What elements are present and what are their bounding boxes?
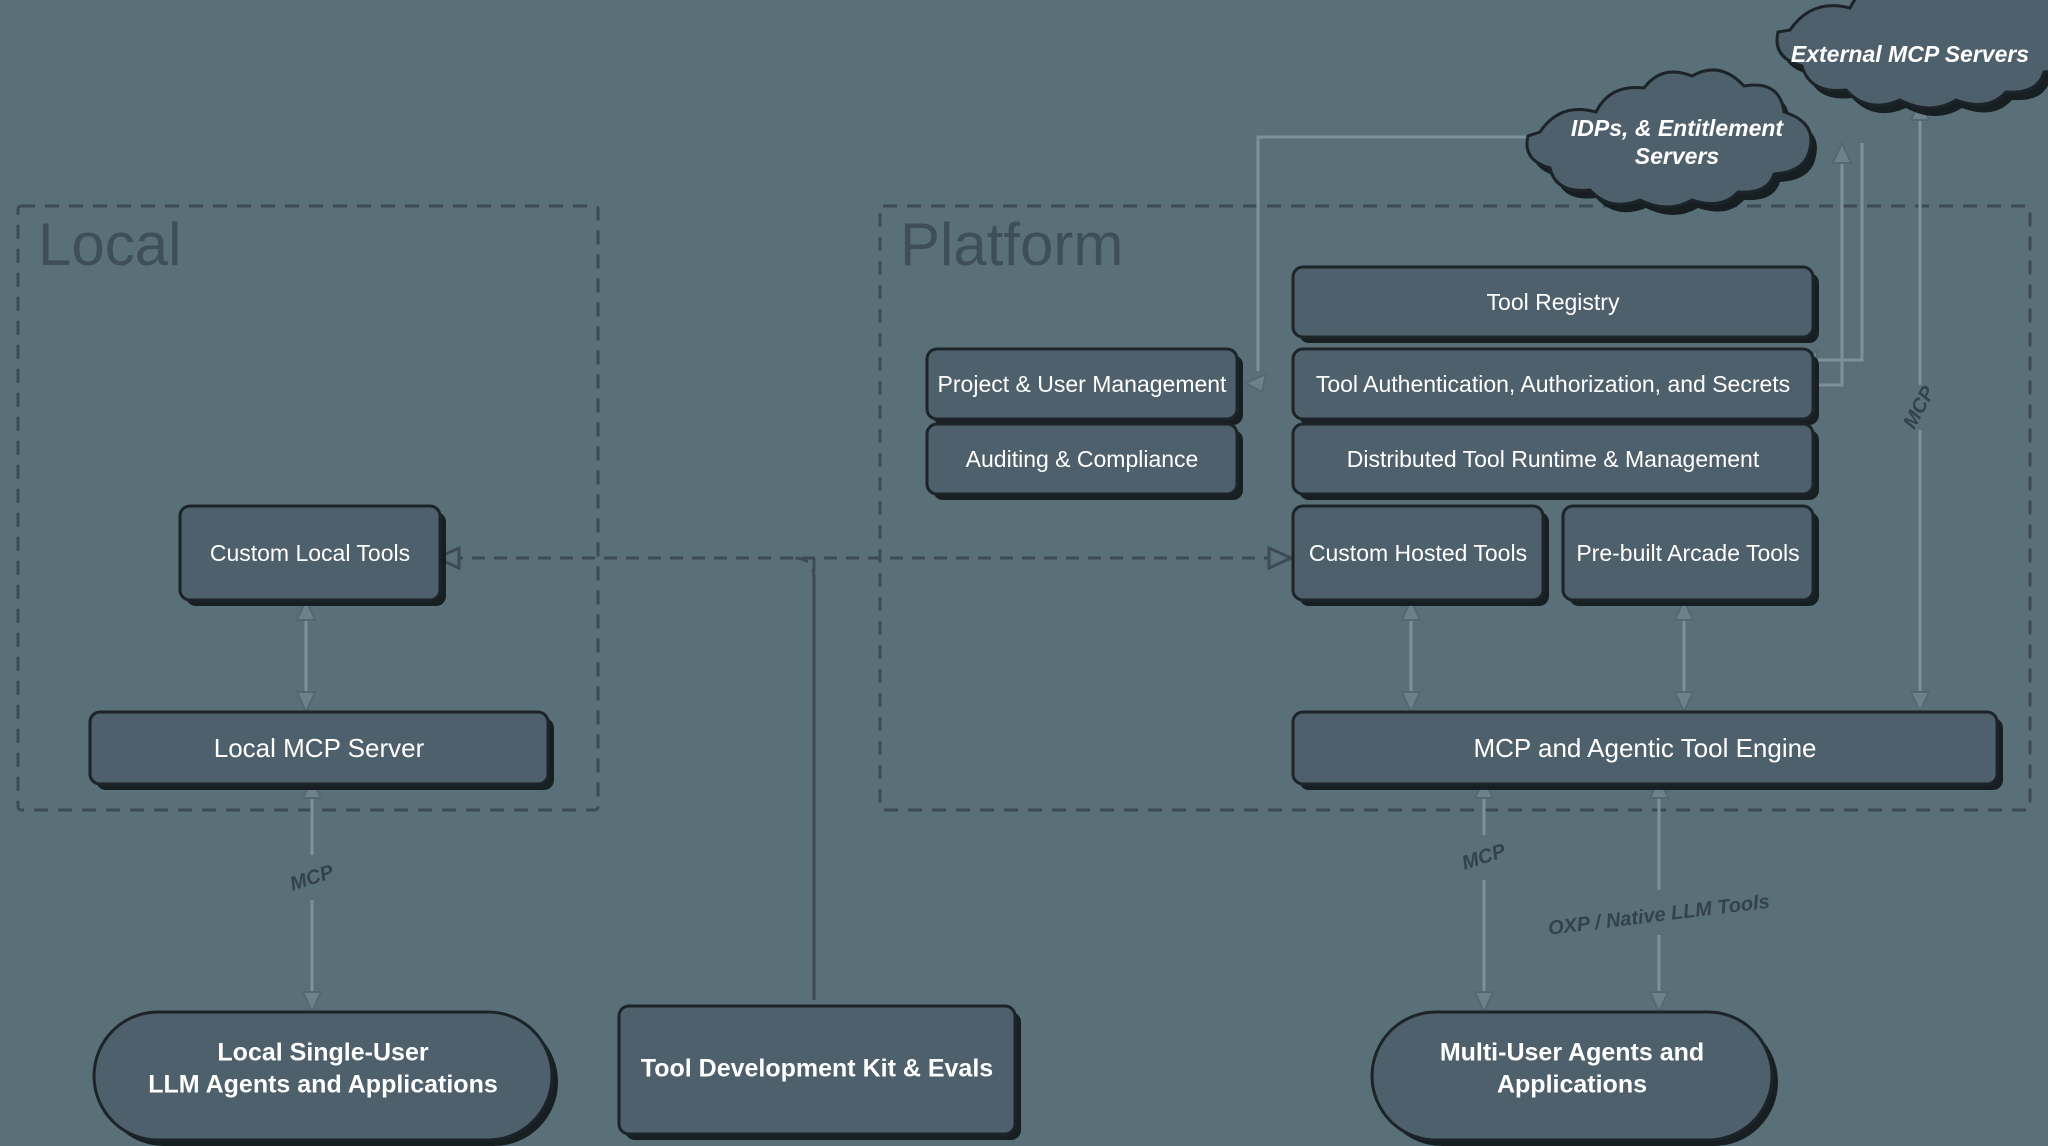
node-label-local-mcp-server: Local MCP Server [214, 733, 425, 763]
node-label-project-user-management: Project & User Management [938, 371, 1228, 397]
node-custom-local-tools[interactable]: Custom Local Tools [178, 504, 446, 606]
node-label-multi-user-agents-line2: Applications [1497, 1071, 1647, 1099]
cloud-idps-entitlement-servers[interactable]: IDPs, & Entitlement Servers [1525, 68, 1817, 216]
node-label-tool-auth: Tool Authentication, Authorization, and … [1316, 371, 1790, 397]
node-label-custom-hosted-tools: Custom Hosted Tools [1309, 540, 1527, 566]
edge-custom-hosted-tools-to-engine [1400, 597, 1422, 715]
node-local-agents[interactable]: Local Single-User LLM Agents and Applica… [92, 1010, 558, 1146]
node-distributed-runtime[interactable]: Distributed Tool Runtime & Management [1291, 422, 1819, 500]
node-label-multi-user-agents-line1: Multi-User Agents and [1440, 1039, 1704, 1067]
cloud-label-idps-line2: Servers [1635, 143, 1719, 169]
cloud-external-mcp-servers[interactable]: External MCP Servers [1775, 0, 2048, 116]
edge-dashed-tool-dev-kit [793, 556, 816, 1000]
group-title-platform: Platform [900, 211, 1123, 278]
node-label-auditing-compliance: Auditing & Compliance [966, 446, 1199, 472]
cloud-label-external-mcp-servers: External MCP Servers [1791, 41, 2029, 67]
node-label-local-agents-line1: Local Single-User [217, 1039, 428, 1067]
edge-idps-to-project-user-management [1243, 135, 1530, 394]
node-prebuilt-arcade-tools[interactable]: Pre-built Arcade Tools [1561, 504, 1819, 606]
node-tool-auth[interactable]: Tool Authentication, Authorization, and … [1291, 347, 1819, 425]
node-label-custom-local-tools: Custom Local Tools [210, 540, 410, 566]
node-project-user-management[interactable]: Project & User Management [925, 347, 1243, 425]
node-label-tool-registry: Tool Registry [1487, 289, 1620, 315]
node-local-mcp-server[interactable]: Local MCP Server [88, 710, 554, 790]
node-label-tool-dev-kit: Tool Development Kit & Evals [641, 1055, 993, 1083]
node-tool-registry[interactable]: Tool Registry [1291, 265, 1819, 343]
node-custom-hosted-tools[interactable]: Custom Hosted Tools [1291, 504, 1549, 606]
node-tool-dev-kit[interactable]: Tool Development Kit & Evals [617, 1004, 1021, 1140]
node-mcp-agentic-tool-engine[interactable]: MCP and Agentic Tool Engine [1291, 710, 2003, 790]
node-multi-user-agents[interactable]: Multi-User Agents and Applications [1370, 1010, 1778, 1146]
group-title-local: Local [38, 211, 181, 278]
edge-dashed-local-tools-to-hosted-tools [433, 545, 1295, 571]
cloud-label-idps-line1: IDPs, & Entitlement [1571, 115, 1784, 141]
node-label-distributed-runtime: Distributed Tool Runtime & Management [1347, 446, 1760, 472]
edge-engine-to-multiuser-agents-mcp: MCP [1459, 775, 1509, 1015]
node-label-mcp-agentic-tool-engine: MCP and Agentic Tool Engine [1473, 733, 1816, 763]
edge-prebuilt-arcade-tools-to-engine [1673, 597, 1695, 715]
group-frame-platform [878, 204, 2032, 812]
node-auditing-compliance[interactable]: Auditing & Compliance [925, 422, 1243, 500]
edge-custom-local-tools-to-local-mcp-server [295, 597, 317, 715]
node-label-local-agents-line2: LLM Agents and Applications [148, 1071, 498, 1099]
group-frame-local [16, 204, 600, 812]
node-label-prebuilt-arcade-tools: Pre-built Arcade Tools [1576, 540, 1799, 566]
